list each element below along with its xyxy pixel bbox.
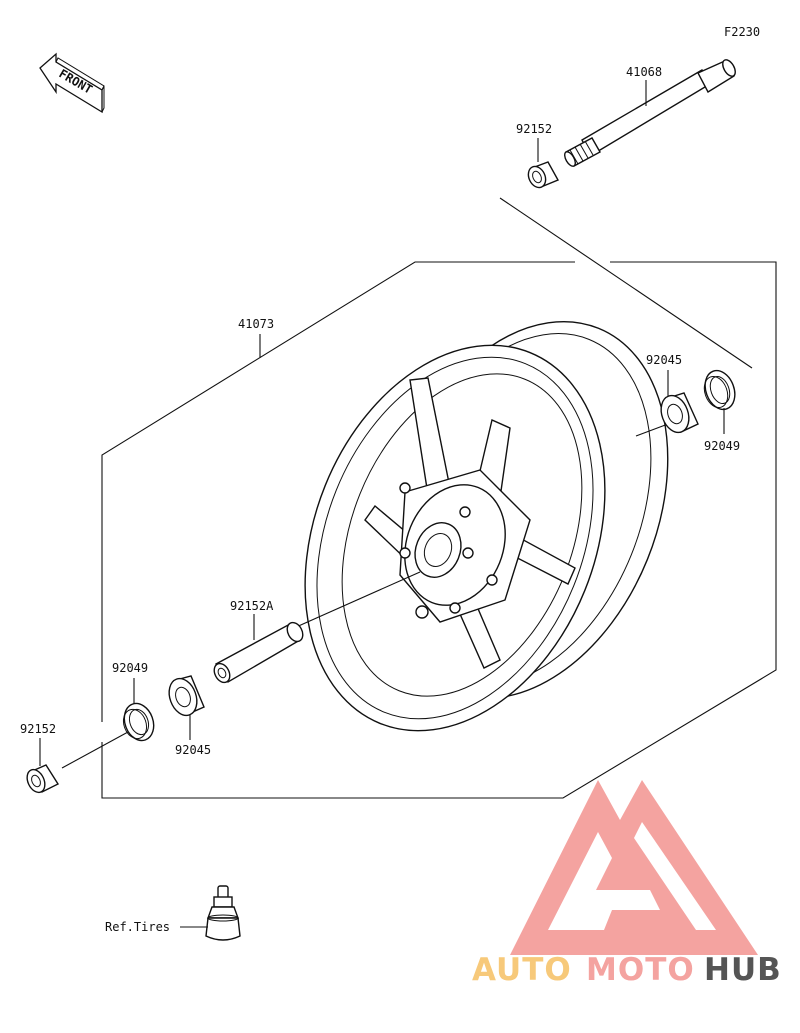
label-bearing-right: 92045 — [646, 353, 682, 367]
watermark-logo: AUTO MOTO HUB — [472, 780, 782, 988]
exploded-line-right — [635, 423, 669, 437]
diagram-code: F2230 — [724, 25, 760, 39]
front-arrow-icon: FRONT — [39, 52, 105, 114]
label-seal-left: 92049 — [112, 661, 148, 675]
collar-top-part — [527, 161, 559, 189]
label-collar-left: 92152 — [20, 722, 56, 736]
bearing-right-part — [660, 392, 699, 434]
watermark-moto: MOTO — [586, 952, 695, 988]
label-collar-center: 92152A — [230, 599, 274, 613]
axle-part — [564, 59, 736, 167]
watermark-auto: AUTO — [472, 952, 572, 988]
label-wheel: 41073 — [238, 317, 274, 331]
label-collar-top: 92152 — [516, 122, 552, 136]
label-bearing-left: 92045 — [175, 743, 211, 757]
collar-center-part — [213, 621, 304, 684]
seal-left-part — [122, 702, 155, 742]
assembly-frame — [101, 261, 777, 799]
bearing-left-part — [168, 675, 205, 717]
label-ref-tires: Ref.Tires — [105, 920, 170, 934]
valve-part — [205, 885, 241, 941]
watermark-hub: HUB — [704, 952, 782, 988]
label-seal-right: 92049 — [704, 439, 740, 453]
exploded-line-center — [293, 571, 421, 629]
exploded-line-top — [499, 197, 753, 369]
wheel-part — [304, 320, 669, 732]
label-axle: 41068 — [626, 65, 662, 79]
seal-right-part — [703, 369, 736, 411]
exploded-line-left — [61, 731, 129, 769]
collar-left-part — [26, 764, 60, 794]
